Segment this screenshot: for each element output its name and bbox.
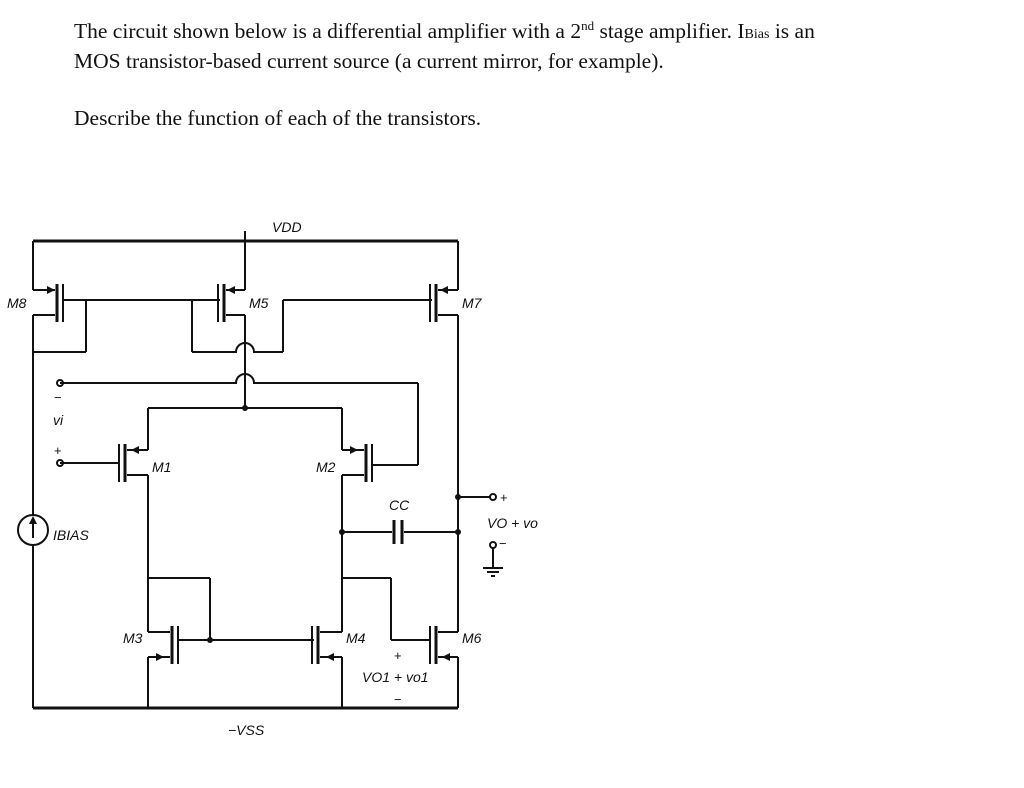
m6-label: M6 [462, 630, 482, 646]
transistor-m5 [217, 241, 246, 322]
transistor-m3 [148, 626, 179, 664]
question-line-2: MOS transistor-based current source (a c… [74, 49, 664, 73]
vi-plus-label: + [54, 443, 62, 458]
transistor-m6 [429, 626, 458, 664]
vo-plus-label: + [500, 490, 508, 505]
transistor-m8 [32, 241, 86, 352]
m3-label: M3 [123, 630, 143, 646]
vi-minus-label: − [54, 390, 62, 405]
capacitor-cc [342, 520, 458, 544]
m5-label: M5 [249, 295, 269, 311]
m2-label: M2 [316, 459, 336, 475]
transistor-m7 [429, 284, 458, 322]
m7-label: M7 [462, 295, 483, 311]
vdd-label: VDD [272, 219, 302, 235]
transistor-m2 [342, 444, 373, 482]
vo1-plus-label: + [394, 648, 402, 663]
question-line-3: Describe the function of each of the tra… [74, 106, 482, 130]
question-line-1b: stage amplifier. I [594, 19, 745, 43]
vo1-label: VO1 + vo1 [362, 669, 429, 685]
m1-label: M1 [152, 459, 171, 475]
cc-label: CC [389, 497, 410, 513]
m8-label: M8 [7, 295, 27, 311]
question-text: The circuit shown below is a differentia… [74, 18, 974, 132]
m4-label: M4 [346, 630, 366, 646]
question-line-1: The circuit shown below is a differentia… [74, 18, 974, 48]
subscript-bias: Bias [744, 27, 770, 42]
transistor-m4 [311, 626, 342, 664]
ground-icon [483, 548, 503, 577]
transistor-m1 [118, 444, 148, 482]
vss-label: −VSS [228, 722, 265, 738]
superscript-nd: nd [581, 18, 595, 33]
question-line-1c: is an [769, 19, 815, 43]
question-line-1a: The circuit shown below is a differentia… [74, 19, 582, 43]
vo1-minus-label: − [394, 692, 402, 707]
vo-minus-label: − [499, 536, 507, 551]
vi-label: vi [53, 412, 64, 428]
ibias-label: IBIAS [53, 527, 89, 543]
ibias-current-source [17, 514, 49, 546]
vo-label: VO + vo [487, 515, 538, 531]
